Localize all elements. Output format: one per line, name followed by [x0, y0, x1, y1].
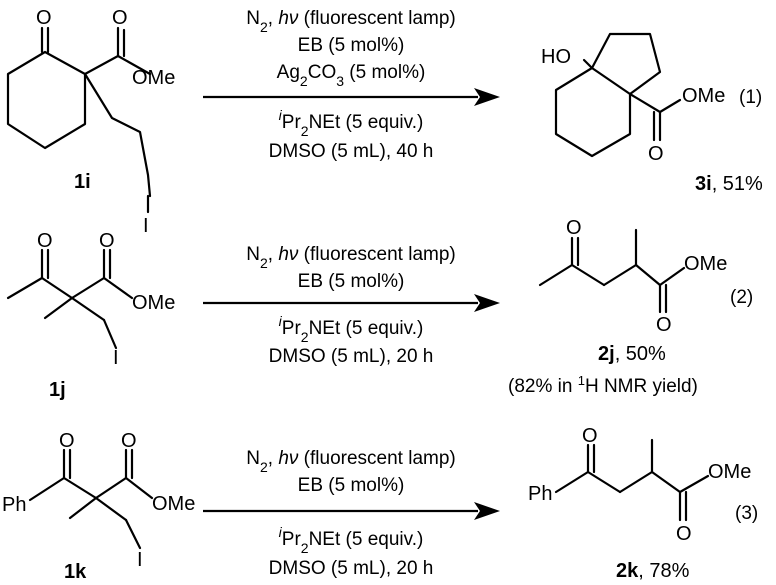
substrate-1j-ketone-o: O	[37, 230, 53, 252]
arrow-head-1	[474, 88, 500, 106]
substrate-1k-structure	[28, 448, 154, 550]
product-2k-phenyl: Ph	[528, 483, 552, 505]
substrate-1j-structure	[6, 248, 134, 350]
conditions-2-line-2: EB (5 mol%)	[298, 271, 405, 292]
product-3i-ome: OMe	[682, 85, 725, 107]
substrate-1k-ester-o: O	[121, 430, 137, 452]
product-2j-ester-o: O	[656, 314, 672, 336]
conditions-1-line-1: N2, hν (fluorescent lamp)	[246, 8, 456, 35]
substrate-1j-iodide: I	[113, 347, 119, 369]
substrate-1k-phenyl: Ph	[2, 494, 26, 516]
product-2j-structure	[538, 228, 686, 314]
substrate-1j-ome: OMe	[132, 292, 175, 314]
substrate-1i-ester-o: O	[112, 7, 128, 29]
substrate-1j-ester-o: O	[99, 230, 115, 252]
arrow-head-3	[474, 502, 500, 520]
product-2j-nmr-note: (82% in 1H NMR yield)	[508, 373, 698, 398]
conditions-2-line-4: DMSO (5 mL), 20 h	[269, 346, 434, 367]
substrate-1i-structure	[6, 26, 152, 214]
product-2k-ketone-o: O	[582, 425, 598, 447]
conditions-1-line-4: iPr2NEt (5 equiv.)	[279, 107, 424, 139]
product-3i-structure	[554, 32, 682, 158]
substrate-1i-ketone-o: O	[36, 7, 52, 29]
equation-number-1: (1)	[739, 87, 762, 108]
conditions-1-line-5: DMSO (5 mL), 40 h	[269, 141, 434, 162]
product-2j-ketone-o: O	[566, 217, 582, 239]
substrate-1k-ome: OMe	[152, 493, 195, 515]
conditions-1-line-2: EB (5 mol%)	[298, 35, 405, 56]
conditions-3-line-2: EB (5 mol%)	[298, 475, 405, 496]
substrate-1i-iodide: I	[143, 215, 149, 237]
equation-number-2: (2)	[730, 287, 753, 308]
arrow-head-2	[474, 294, 500, 312]
conditions-2-line-3: iPr2NEt (5 equiv.)	[279, 313, 424, 345]
reaction-1: O O OMe I 1i N2, hν (fluorescent lamp) E…	[6, 7, 763, 237]
compound-label-1i: 1i	[74, 171, 91, 193]
product-3i-ho: HO	[541, 46, 571, 68]
conditions-2-line-1: N2, hν (fluorescent lamp)	[246, 244, 456, 271]
conditions-3-line-3: iPr2NEt (5 equiv.)	[279, 524, 424, 556]
product-2k-label: 2k, 78%	[616, 560, 690, 582]
conditions-3-line-4: DMSO (5 mL), 20 h	[269, 558, 434, 579]
product-2j-label: 2j, 50%	[598, 343, 666, 365]
substrate-1k-iodide: I	[137, 549, 143, 571]
conditions-3-line-1: N2, hν (fluorescent lamp)	[246, 448, 456, 475]
substrate-1k-ketone-o: O	[59, 430, 75, 452]
reaction-3: Ph O O OMe I 1k N2, hν (fluorescent lamp…	[2, 425, 758, 583]
equation-number-3: (3)	[735, 503, 758, 524]
product-2j-ome: OMe	[684, 253, 727, 275]
compound-label-1k: 1k	[64, 561, 87, 583]
product-3i-ester-o: O	[648, 143, 664, 165]
reaction-2: O O OMe I 1j N2, hν (fluorescent lamp) E…	[6, 217, 753, 401]
conditions-1-line-3: Ag2CO3 (5 mol%)	[277, 62, 426, 89]
product-2k-ome: OMe	[708, 461, 751, 483]
product-2k-structure	[554, 438, 710, 522]
product-2k-ester-o: O	[676, 523, 692, 545]
substrate-1i-ome: OMe	[132, 67, 175, 89]
compound-label-1j: 1j	[49, 379, 66, 401]
product-3i-label: 3i, 51%	[695, 173, 763, 195]
